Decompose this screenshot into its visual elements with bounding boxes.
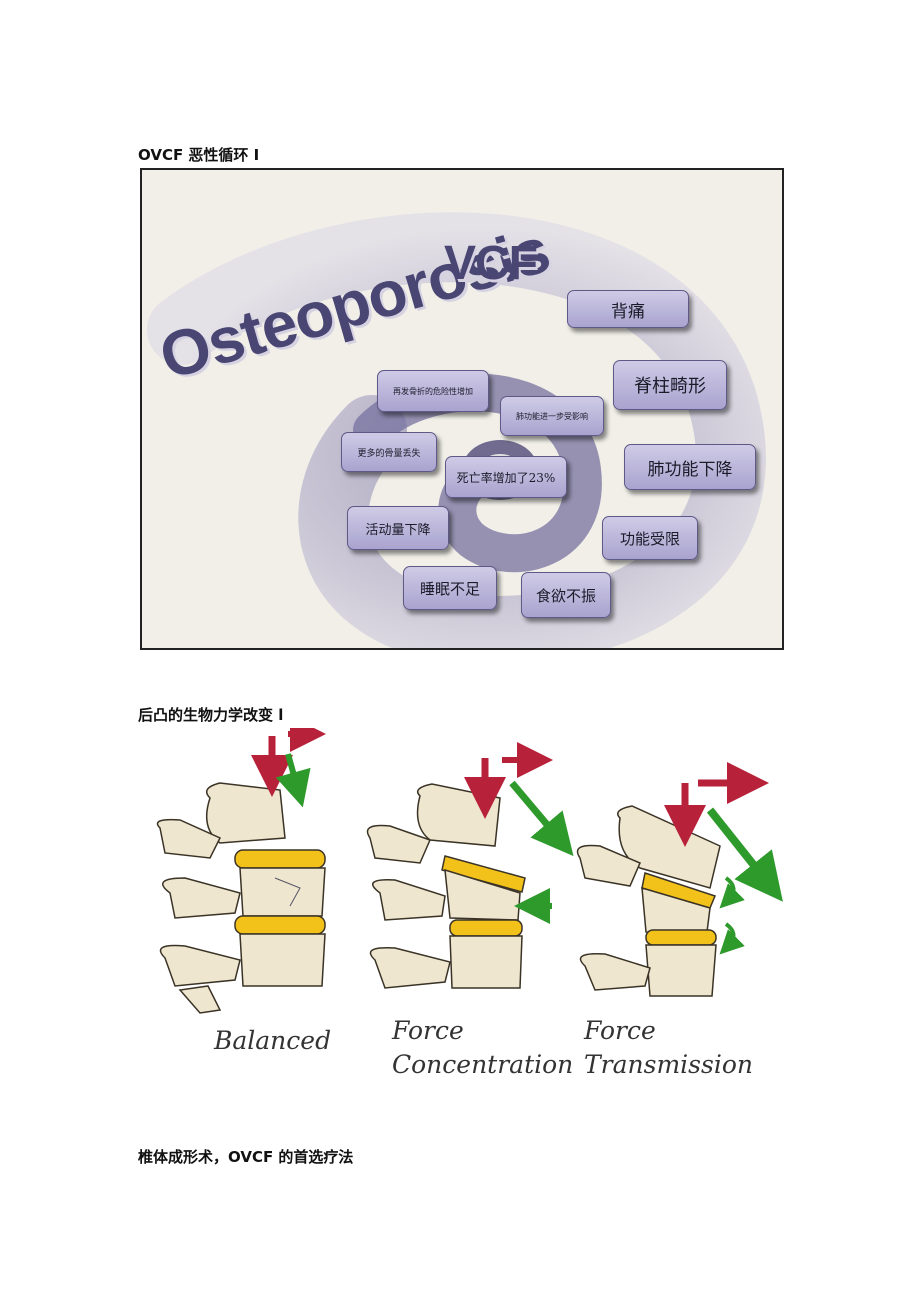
caption-concentration-line2: Concentration bbox=[392, 1050, 574, 1079]
box-back-pain: 背痛 bbox=[567, 290, 689, 328]
box-function-limit: 功能受限 bbox=[602, 516, 698, 560]
box-fracture-risk: 再发骨折的危险性增加 bbox=[377, 370, 489, 412]
spine-concentration bbox=[366, 783, 526, 989]
box-sleep: 睡眠不足 bbox=[403, 566, 497, 610]
box-spine-deformity: 脊柱畸形 bbox=[613, 360, 727, 410]
spine-balanced bbox=[156, 782, 326, 1014]
spine-transmission bbox=[576, 805, 721, 997]
section-heading-vertebroplasty: 椎体成形术，OVCF 的首选疗法 bbox=[138, 1148, 354, 1166]
arrows-balanced bbox=[251, 728, 326, 808]
caption-transmission-line1: Force bbox=[584, 1016, 656, 1045]
section-heading-biomechanics: 后凸的生物力学改变 l bbox=[138, 706, 284, 724]
box-bone-loss: 更多的骨量丢失 bbox=[341, 432, 437, 472]
spine-illustrations bbox=[156, 728, 783, 1014]
caption-balanced: Balanced bbox=[214, 1026, 332, 1055]
arrows-transmission bbox=[664, 762, 783, 955]
caption-transmission-line2: Transmission bbox=[584, 1050, 753, 1079]
spiral-band-outer bbox=[147, 212, 766, 648]
box-mortality: 死亡率增加了23% bbox=[445, 456, 567, 498]
box-further-deformity: 肺功能进一步受影响 bbox=[500, 396, 604, 436]
section-heading-ovcf-cycle: OVCF 恶性循环 I bbox=[138, 146, 260, 164]
ovcf-cycle-figure: Osteoporosis VCF 背痛 脊柱畸形 肺功能下降 功能受限 食欲不振… bbox=[140, 168, 784, 650]
caption-concentration-line1: Force bbox=[392, 1016, 464, 1045]
title-vcf: VCF bbox=[444, 237, 538, 290]
biomechanics-figure: Balanced Force Concentration Force Trans… bbox=[140, 728, 790, 1088]
box-lung-function: 肺功能下降 bbox=[624, 444, 756, 490]
box-activity: 活动量下降 bbox=[347, 506, 449, 550]
box-appetite: 食欲不振 bbox=[521, 572, 611, 618]
arrows-concentration bbox=[464, 742, 574, 924]
